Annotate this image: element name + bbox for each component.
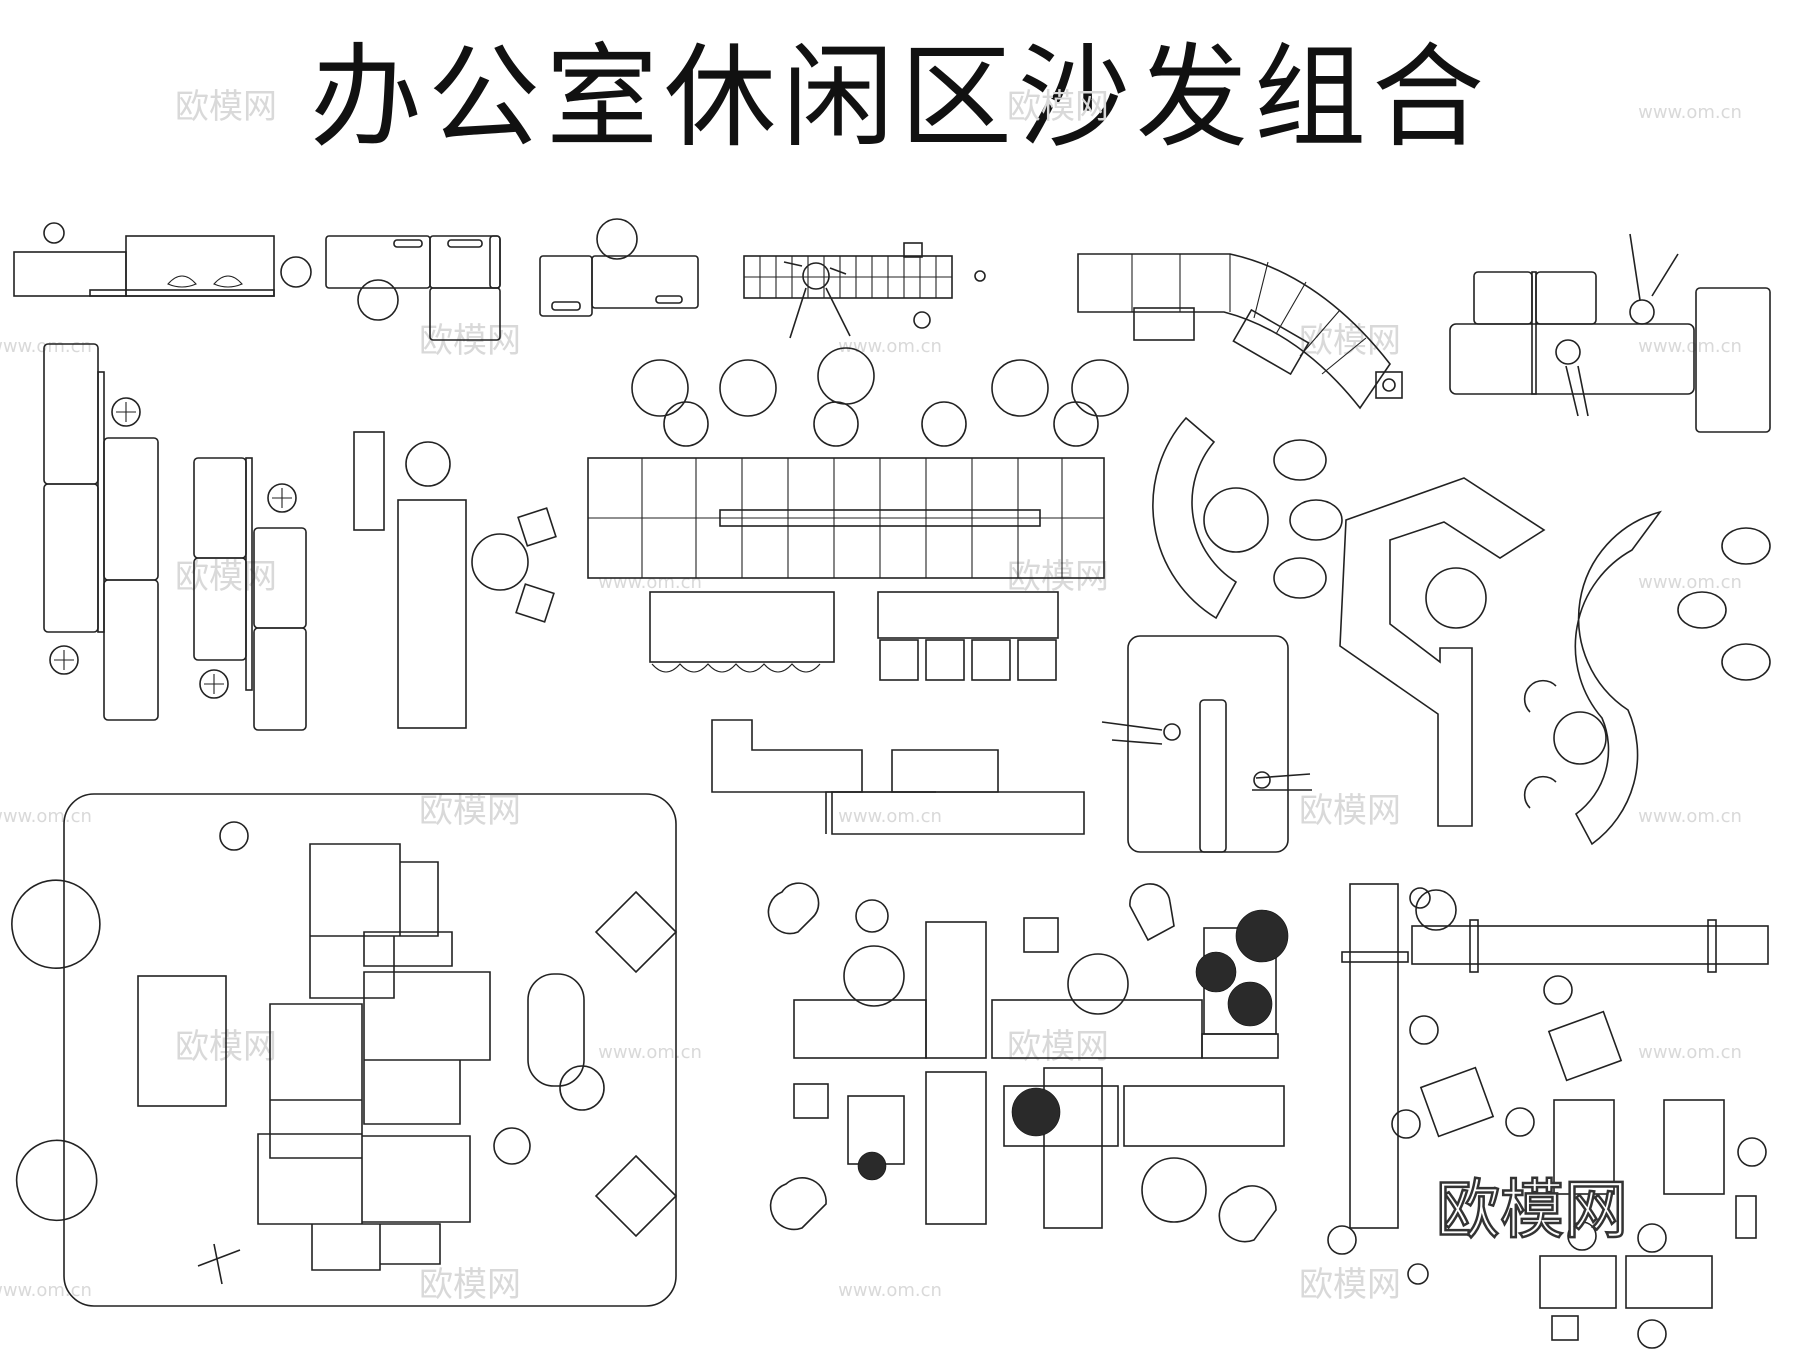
brand-logo: 欧模网: [1435, 1173, 1630, 1250]
watermark-cn: 欧模网: [419, 791, 521, 831]
sofa-medium-left: [193, 457, 307, 731]
watermark-cn: 欧模网: [1299, 321, 1401, 361]
watermark-cn: 欧模网: [1007, 1027, 1109, 1067]
semicircle-sofa-set: [1152, 416, 1343, 620]
watermark-url: www.om.cn: [838, 1280, 942, 1301]
watermark-cn: 欧模网: [1299, 1265, 1401, 1305]
tree-icons: [857, 909, 1289, 1181]
watermark-cn: 欧模网: [175, 557, 277, 597]
watermark-url: www.om.cn: [0, 1280, 92, 1301]
desk-cluster-right: [1327, 883, 1769, 1349]
angular-sofa: [1339, 477, 1546, 827]
watermark-url: www.om.cn: [838, 336, 942, 357]
stepped-bench: [711, 719, 1085, 835]
logo-text: 欧模网: [1436, 1174, 1628, 1248]
tile-bench-with-person: [743, 242, 986, 339]
page-title: 办公室休闲区沙发组合: [310, 33, 1490, 163]
sofa-long-left: [43, 343, 159, 721]
watermark-cn: 欧模网: [419, 1265, 521, 1305]
watermark-url: www.om.cn: [1638, 1042, 1742, 1063]
sofa-group-3: [539, 218, 699, 317]
watermark-layer: 欧模网欧模网欧模网欧模网欧模网欧模网欧模网欧模网欧模网欧模网欧模网欧模网www.…: [0, 87, 1742, 1305]
watermark-url: www.om.cn: [0, 806, 92, 827]
watermark-cn: 欧模网: [419, 321, 521, 361]
watermark-url: www.om.cn: [0, 336, 92, 357]
watermark-url: www.om.cn: [1638, 102, 1742, 123]
lounge-chairs-top-middle: [631, 347, 1129, 447]
rounded-platform-with-people: [1101, 635, 1312, 853]
bar-counter-set: [353, 431, 557, 729]
watermark-url: www.om.cn: [1638, 572, 1742, 593]
long-table-grid: [587, 457, 1105, 681]
curved-sofa-1: [1077, 253, 1403, 410]
sofa-with-people-right: [1449, 233, 1771, 433]
s-curve-sofa: [1523, 510, 1771, 846]
watermark-url: www.om.cn: [598, 572, 702, 593]
watermark-cn: 欧模网: [1007, 557, 1109, 597]
watermark-url: www.om.cn: [1638, 806, 1742, 827]
watermark-cn: 欧模网: [1299, 791, 1401, 831]
watermark-cn: 欧模网: [175, 87, 277, 127]
watermark-cn: 欧模网: [1007, 87, 1109, 127]
sofa-group-1: [13, 222, 312, 297]
watermark-url: www.om.cn: [838, 806, 942, 827]
watermark-url: www.om.cn: [598, 1042, 702, 1063]
watermark-url: www.om.cn: [1638, 336, 1742, 357]
sofa-group-2: [325, 235, 501, 341]
large-rug-layout: [11, 793, 678, 1307]
